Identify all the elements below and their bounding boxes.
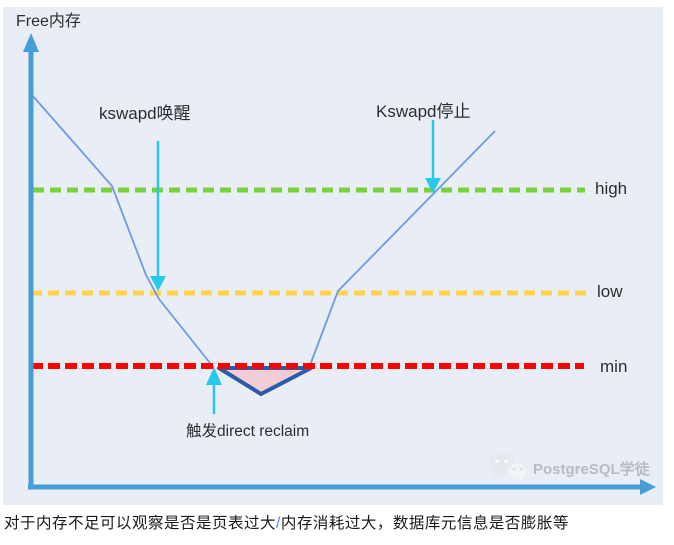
caption-slash: / <box>276 515 281 532</box>
caption-part1: 对于内存不足可以观察是否是页表过大 <box>4 515 277 532</box>
min-level-label: min <box>600 357 628 376</box>
caption-part2: 内存消耗过大，数据库元信息是否膨胀等 <box>280 515 569 532</box>
high-level-label: high <box>595 179 628 198</box>
kswapd-wake-annotation: kswapd唤醒 <box>99 104 191 123</box>
y-axis-arrowhead-icon <box>23 33 39 52</box>
diagram-panel <box>3 7 663 505</box>
direct-reclaim-annotation: 触发direct reclaim <box>186 423 310 440</box>
kswapd-stop-arrowhead-icon <box>425 178 441 193</box>
kswapd-stop-annotation: Kswapd停止 <box>376 102 471 121</box>
kswapd-wake-arrowhead-icon <box>150 276 166 291</box>
y-axis-title: Free内存 <box>16 13 81 30</box>
memory-falling-curve <box>31 94 215 369</box>
wechat-logo-icon <box>489 453 527 484</box>
watermark-brand-text: PostgreSQL学徒 <box>533 460 651 478</box>
x-axis-arrowhead-icon <box>640 479 656 495</box>
direct-reclaim-area <box>217 366 313 396</box>
memory-rising-curve <box>308 130 496 369</box>
bottom-caption: 对于内存不足可以观察是否是页表过大/内存消耗过大，数据库元信息是否膨胀等 <box>4 511 569 533</box>
direct-reclaim-arrowhead-icon <box>206 367 222 385</box>
low-level-label: low <box>597 282 623 301</box>
